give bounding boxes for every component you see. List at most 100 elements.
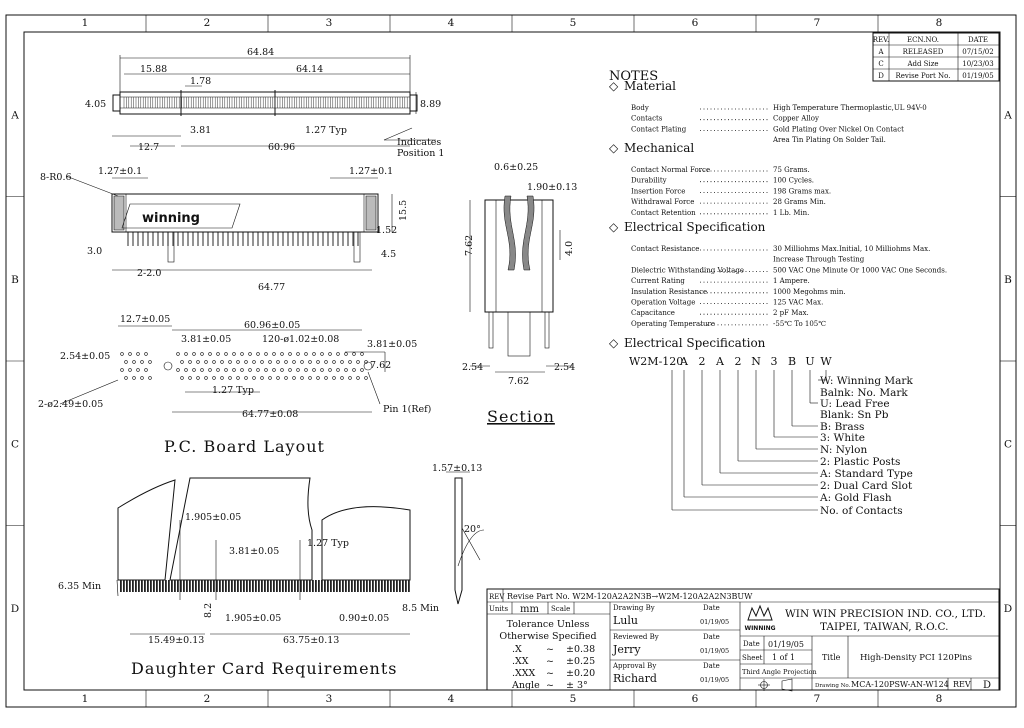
sheet-frame [5,14,1017,708]
pcb-layout: 12.7±0.05 60.96±0.05 3.81±0.05 120-ø1.02… [38,314,431,456]
tb-tol-cell: ±0.25 [566,656,595,667]
pn-legend-2: U: Lead Free [820,398,890,410]
dim-top-6: 3.81 [190,125,211,136]
daughter-card: 1.905±0.05 3.81±0.05 1.27 Typ 6.35 Min 8… [58,463,485,678]
pn-legend-10: A: Gold Flash [819,492,892,504]
notes-item-label: Contact Plating [631,125,687,133]
dim-top-5: 8.89 [420,99,441,110]
row-label-left-B: B [11,274,19,286]
notes-item-value: 1 Ampere. [773,277,810,285]
tb-person-role: Drawing By [613,604,655,612]
notes-item-value: -55℃ To 105℃ [773,320,826,328]
tb-person-name: Jerry [612,643,641,656]
dim-pcb-0: 12.7±0.05 [120,314,170,325]
pn-legend-11: No. of Contacts [820,505,903,517]
notes-item-label: Insertion Force [631,187,685,195]
notes-item-label: Contact Retention [631,209,696,217]
notes-item-label: Contacts [631,115,663,123]
tb-tol-cell: .XX [512,656,529,667]
section-title: Section [487,407,555,426]
pn-legend-4: B: Brass [820,421,864,433]
daughter-title: Daughter Card Requirements [131,659,398,678]
tb-tol-cell: ~ [546,656,554,667]
tb-person-name: Lulu [613,614,638,627]
dim-side-1: 1.27±0.1 [98,166,142,177]
tb-tol-cell: ±0.38 [566,644,595,655]
pn-letter-5: 3 [771,355,778,368]
notes-item-label: Withdrawal Force [631,198,694,206]
tb-tol-cell: ±0.20 [566,668,595,679]
dim-dc-7: 8.5 Min [402,603,439,614]
tb-person-name: Richard [613,672,657,685]
pn-letter-3: 2 [735,355,742,368]
notes-item-label: Operating Temperature [631,320,715,328]
column-label-top-5: 5 [570,17,577,29]
dim-sec-1: 1.90±0.13 [527,182,577,193]
notes-item-value: 125 VAC Max. [773,299,823,307]
notes-title: NOTES [609,69,658,84]
pn-heading: Electrical Specification [624,336,766,350]
notes-diamond-icon: ◇ [609,141,619,155]
tb-person-date: 01/19/05 [700,618,729,626]
dim-dc-9: 63.75±0.13 [283,635,339,646]
dim-top-7: 1.27 Typ [305,125,347,136]
tb-tol-cell: .XXX [512,668,536,679]
tb-units: mm [520,604,539,615]
row-label-left-A: A [10,109,19,121]
pn-legend-7: 2: Plastic Posts [820,456,900,468]
notes-item-value: 28 Grams Min. [773,198,826,206]
column-label-bottom-8: 8 [936,693,943,705]
tb-sheet: 1 of 1 [772,653,795,662]
notes-item-value: High Temperature Thermoplastic,UL 94V-0 [773,104,927,112]
tb-person-role: Reviewed By [613,633,659,641]
rev-head-rev: REV. [873,36,889,44]
dim-side-6: 4.5 [381,249,396,260]
notes-item-label: Capacitance [631,309,675,317]
dim-pcb-8: 2-ø2.49±0.05 [38,399,103,410]
column-label-top-1: 1 [82,17,89,29]
row-label-right-B: B [1004,274,1012,286]
tb-scale-label: Scale [551,605,570,613]
tb-sheet-label: Sheet [742,654,763,662]
dim-pcb-9: 64.77±0.08 [242,409,298,420]
dim-sec-2: 7.62 [464,235,475,256]
pn-letter-8: W [820,355,832,368]
dim-sec-3: 4.0 [564,241,575,256]
pn-legend-9: 2: Dual Card Slot [820,480,913,492]
tb-tol-cell: Angle [511,680,540,691]
position-label: Position 1 [397,148,444,159]
crown-logo-icon [747,604,773,621]
tb-rev2-label: REV [953,680,971,689]
notes-item-label: Contact Normal Force [631,166,710,174]
dim-dc-10: 1.57±0.13 [432,463,482,474]
row-label-left-D: D [11,603,19,615]
dim-side-7: 2-2.0 [137,268,161,279]
notes-diamond-icon: ◇ [609,220,619,234]
dim-side-8: 64.77 [258,282,285,293]
rev-head-date: DATE [968,36,988,44]
tb-title: High-Density PCI 120Pins [860,653,972,663]
rev-row-2-date: 01/19/05 [962,72,993,80]
dim-side-2: 1.27±0.1 [349,166,393,177]
tb-dwg-label: Drawing No. [815,683,851,689]
indicates-label: Indicates [397,137,441,148]
tb-person-date-label: Date [703,662,720,670]
dim-dc-2: 1.27 Typ [307,538,349,549]
notes-item-label: Current Rating [631,277,685,285]
column-label-bottom-2: 2 [204,693,211,705]
dim-dc-3: 6.35 Min [58,581,101,592]
pn-letter-6: B [788,355,796,368]
dim-top-9: 60.96 [268,142,295,153]
rev-row-1-date: 10/23/03 [962,60,993,68]
notes-item-value: 500 VAC One Minute Or 1000 VAC One Secon… [773,266,947,274]
tb-date: 01/19/05 [768,640,804,649]
tb-tol-cell: ~ [546,644,554,655]
rev-row-1-rev: C [878,60,883,68]
rev-row-0-rev: A [877,48,884,56]
rev-row-2-rev: D [878,72,884,80]
tb-tol-cell: ± 3° [566,680,588,691]
tb-date-label: Date [743,640,760,648]
